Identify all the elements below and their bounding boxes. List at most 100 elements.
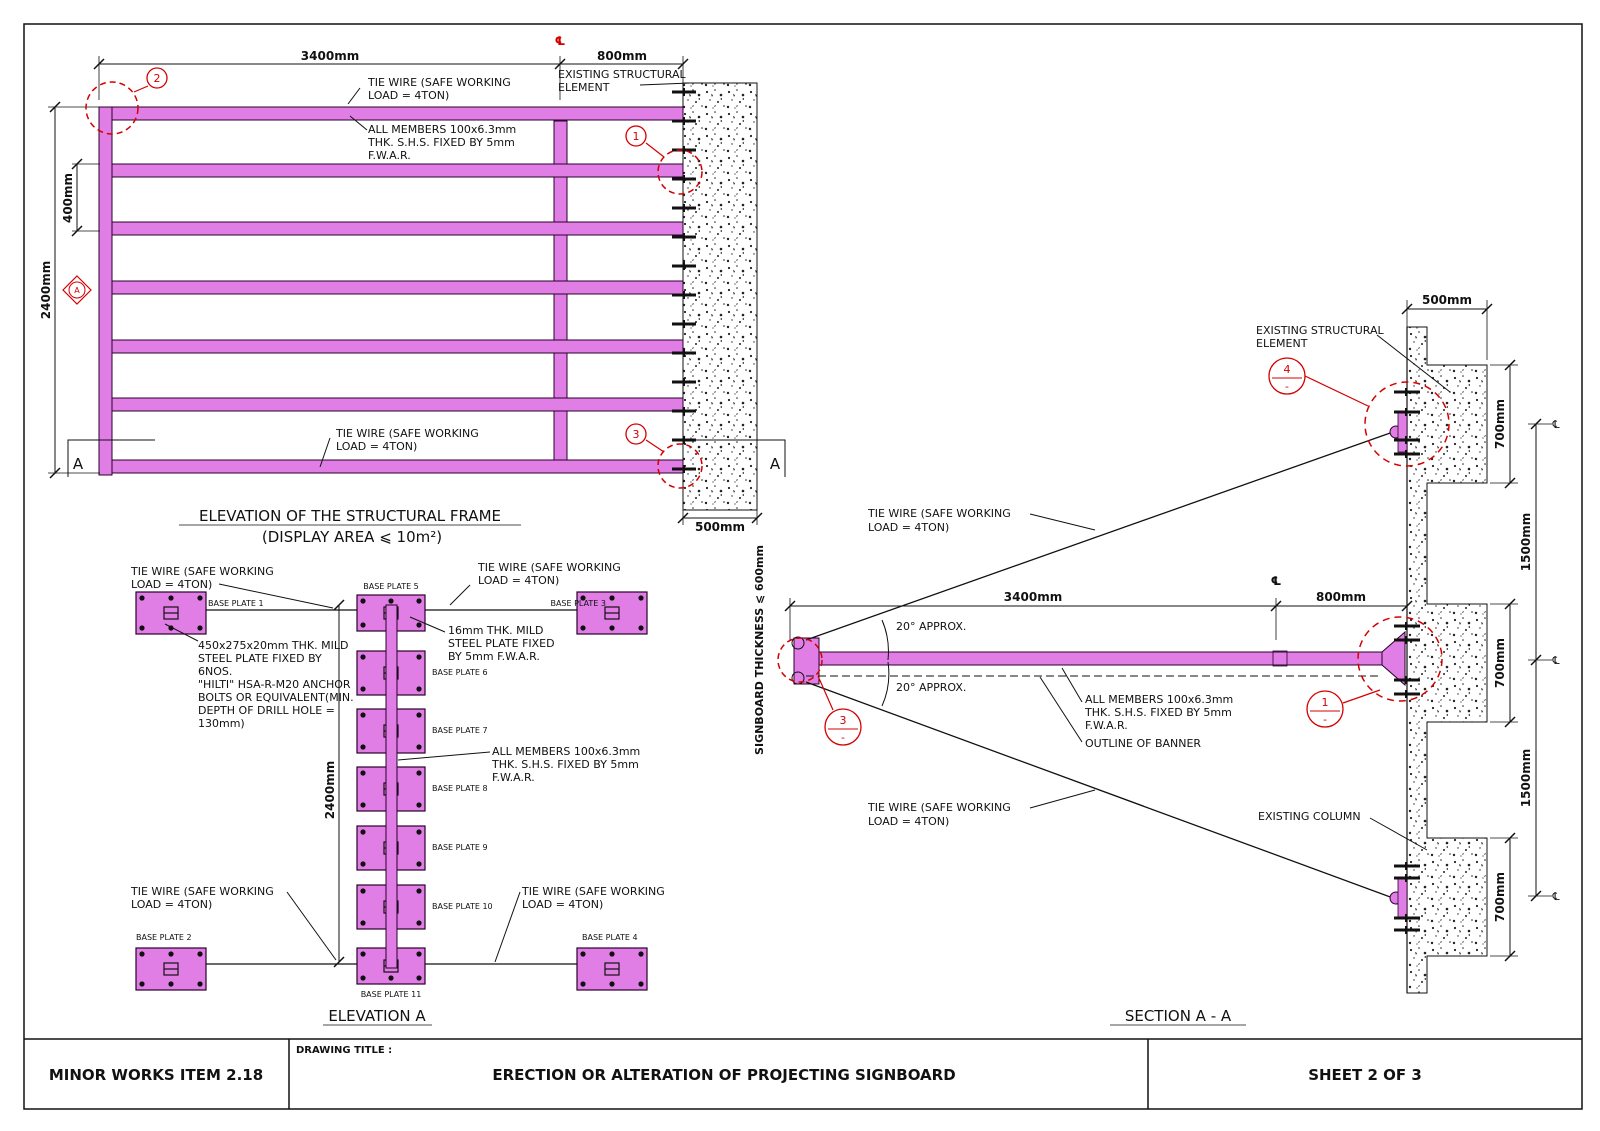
frame-callout-1: 1 [633,130,640,143]
svg-text:450x275x20mm THK. MILD: 450x275x20mm THK. MILD [198,639,348,652]
frame-rail-5 [111,339,684,354]
elev-a-members-note: ALL MEMBERS 100x6.3mm THK. S.H.S. FIXED … [491,745,640,784]
elevation-a-view: BASE PLATE 1 BASE PLATE 2 BASE PLATE 3 BASE… [130,561,665,1026]
base-plates: BASE PLATE 1 BASE PLATE 2 BASE PLATE 3 BASE… [135,582,648,999]
elev-a-tie-wire-tl-2: LOAD = 4TON) [131,578,212,591]
wall-anchor-bolts [672,88,696,473]
section-tie-wire-bottom-2: LOAD = 4TON) [868,815,949,828]
frame-rail-6 [111,397,684,412]
elev-a-tie-wire-tr-1: TIE WIRE (SAFE WORKING [477,561,621,574]
svg-text:16mm THK. MILD: 16mm THK. MILD [448,624,543,637]
elevation-frame-title: ELEVATION OF THE STRUCTURAL FRAME [199,507,501,525]
tie-wire-lower [805,681,1394,899]
base-plate-label: BASE PLATE 11 [361,990,422,999]
angle-lower: 20° APPROX. [896,681,966,694]
base-plate-label: BASE PLATE 2 [136,933,192,942]
elevation-a-height-dim: 2400mm [323,761,337,819]
frame-rail-3 [111,221,684,236]
base-plate: BASE PLATE 3 [550,591,648,635]
section-existing-element-2: ELEMENT [1256,337,1308,350]
elevation-a-member [385,604,398,969]
section-arm-member [805,651,1395,666]
frame-members-note-2: THK. S.H.S. FIXED BY 5mm [367,136,515,149]
frame-width-dim: 3400mm [301,49,359,63]
base-plate: BASE PLATE 1 [135,591,264,635]
section-aa-title: SECTION A - A [1125,1007,1232,1025]
svg-text:BY 5mm F.W.A.R.: BY 5mm F.W.A.R. [448,650,540,663]
elev-a-tie-wire-bl-1: TIE WIRE (SAFE WORKING [130,885,274,898]
section-wall-dim: 500mm [1422,293,1472,307]
title-block: MINOR WORKS ITEM 2.18 DRAWING TITLE : ER… [24,1038,1582,1109]
mild-plate-note: 16mm THK. MILD STEEL PLATE FIXED BY 5mm … [448,624,555,663]
frame-tie-wire-top-2: LOAD = 4TON) [368,89,449,102]
frame-tie-wire-bottom-1: TIE WIRE (SAFE WORKING [335,427,479,440]
section-tie-wire-top-2: LOAD = 4TON) [868,521,949,534]
section-members-note-1: ALL MEMBERS 100x6.3mm [1085,693,1233,706]
frame-wall-dim: 500mm [695,520,745,534]
base-plate-label: BASE PLATE 4 [582,933,638,942]
section-members-note-2: THK. S.H.S. FIXED BY 5mm [1084,706,1232,719]
frame-rail-1 [111,106,684,121]
frame-rails [111,106,684,474]
frame-rail-4 [111,280,684,295]
elevation-frame-subtitle: (DISPLAY AREA ⩽ 10m²) [262,528,442,546]
svg-text:"HILTI" HSA-R-M20 ANCHOR: "HILTI" HSA-R-M20 ANCHOR [198,678,351,691]
base-plate-label: BASE PLATE 9 [432,843,488,852]
base-plate: BASE PLATE 9 [356,825,488,871]
elev-a-tie-wire-tl-1: TIE WIRE (SAFE WORKING [130,565,274,578]
section-callout-4: 4 [1284,363,1291,376]
elevation-frame-view: 3400mm 800mm ℄ 2400mm 400mm 500mm A A A … [39,34,786,546]
signboard-thickness: SIGNBOARD THICKNESS ⩽ 600mm [753,545,766,755]
base-plate-label: BASE PLATE 1 [208,599,264,608]
elev-a-tie-wire-br-2: LOAD = 4TON) [522,898,603,911]
section-1500-dim-1: 1500mm [1519,513,1533,571]
frame-height-dim: 2400mm [39,261,53,319]
section-cl-2: ℄ [1551,654,1559,667]
svg-text:6NOS.: 6NOS. [198,665,232,678]
section-700-dim-1: 700mm [1493,399,1507,449]
base-plate: BASE PLATE 7 [356,708,488,754]
section-mark-right: A [770,455,781,473]
frame-offset-dim: 800mm [597,49,647,63]
base-plate: BASE PLATE 10 [356,884,493,930]
svg-text:STEEL PLATE FIXED BY: STEEL PLATE FIXED BY [198,652,322,665]
section-callout-3-sub: - [841,731,845,744]
svg-text:STEEL PLATE FIXED: STEEL PLATE FIXED [448,637,555,650]
elev-a-tie-wire-br-1: TIE WIRE (SAFE WORKING [521,885,665,898]
frame-members-note-3: F.W.A.R. [368,149,411,162]
frame-members-note-1: ALL MEMBERS 100x6.3mm [368,123,516,136]
base-plate-label: BASE PLATE 7 [432,726,488,735]
section-vertical-dims [1490,359,1552,962]
frame-callout-3: 3 [633,428,640,441]
frame-tie-wire-top-1: TIE WIRE (SAFE WORKING [367,76,511,89]
frame-spacing-dim: 400mm [61,173,75,223]
section-callout-3: 3 [840,714,847,727]
wall-brackets [1389,411,1408,919]
section-width-dim: 3400mm [1004,590,1062,604]
section-offset-dim: 800mm [1316,590,1366,604]
drawing-title: ERECTION OR ALTERATION OF PROJECTING SIG… [492,1066,955,1084]
section-1500-dim-2: 1500mm [1519,749,1533,807]
drawing-title-label: DRAWING TITLE : [296,1045,392,1056]
tie-wire-upper [805,431,1394,641]
banner-outline-note: OUTLINE OF BANNER [1085,737,1201,750]
section-mark-left: A [73,455,84,473]
base-plate-label: BASE PLATE 6 [432,668,488,677]
base-plate: BASE PLATE 4 [576,933,648,991]
section-ref-marker: A [74,286,80,295]
svg-text:F.W.A.R.: F.W.A.R. [492,771,535,784]
section-cl-3: ℄ [1551,890,1559,903]
minor-works-item: MINOR WORKS ITEM 2.18 [49,1066,263,1084]
section-existing-element-1: EXISTING STRUCTURAL [1256,324,1384,337]
existing-column-section [1406,326,1488,994]
section-cl-1: ℄ [1551,418,1559,431]
elevation-a-title: ELEVATION A [328,1007,426,1025]
base-plate-label: BASE PLATE 5 [363,582,419,591]
signboard-end-member [793,637,820,685]
svg-text:THK. S.H.S. FIXED BY 5mm: THK. S.H.S. FIXED BY 5mm [491,758,639,771]
frame-existing-element-2: ELEMENT [558,81,610,94]
section-members-note-3: F.W.A.R. [1085,719,1128,732]
base-plate: BASE PLATE 2 [135,933,207,991]
